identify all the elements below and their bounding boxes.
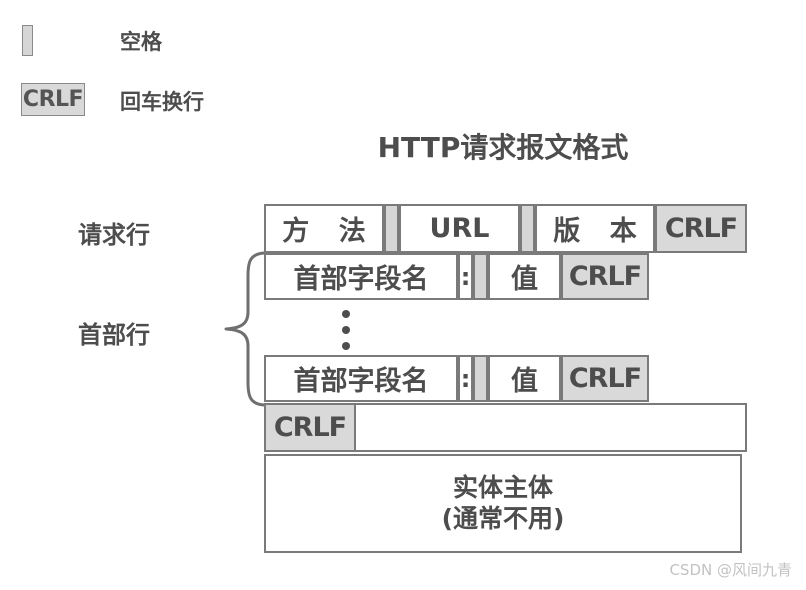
legend-crlf-swatch-icon: CRLF [21, 83, 85, 116]
cell-url: URL [399, 204, 520, 253]
cell-header-space-last [473, 355, 488, 402]
cell-header-crlf-first: CRLF [561, 253, 649, 300]
label-header-lines: 首部行 [78, 321, 150, 349]
cell-header-value-first: 值 [488, 253, 561, 300]
page-title: HTTP请求报文格式 [0, 126, 806, 166]
cell-request-line-crlf: CRLF [655, 204, 747, 253]
ellipsis-dot [342, 326, 350, 334]
header-lines-brace-icon [224, 251, 266, 407]
cell-blank-line-crlf: CRLF [264, 403, 356, 452]
watermark: CSDN @风间九青 [669, 561, 792, 579]
cell-header-field-name-first: 首部字段名 [264, 253, 458, 300]
legend-space-label: 空格 [120, 30, 162, 54]
cell-header-crlf-last: CRLF [561, 355, 649, 402]
label-request-line: 请求行 [78, 221, 150, 249]
ellipsis-dot [342, 310, 350, 318]
cell-version: 版 本 [535, 204, 655, 253]
cell-header-colon-first: : [458, 253, 473, 300]
cell-header-value-last: 值 [488, 355, 561, 402]
legend-crlf-label: 回车换行 [120, 90, 204, 114]
cell-header-colon-last: : [458, 355, 473, 402]
legend-space-swatch-icon [22, 25, 33, 56]
entity-body-line-1: 实体主体 [452, 473, 553, 502]
cell-entity-body: 实体主体 (通常不用) [264, 454, 742, 553]
vertical-ellipsis-icon [336, 310, 356, 350]
ellipsis-dot [342, 342, 350, 350]
cell-method: 方 法 [264, 204, 384, 253]
cell-header-space-first [473, 253, 488, 300]
cell-space-separator-2 [520, 204, 535, 253]
cell-space-separator-1 [384, 204, 399, 253]
cell-header-field-name-last: 首部字段名 [264, 355, 458, 402]
page-title-text: HTTP请求报文格式 [377, 131, 629, 164]
entity-body-line-2: (通常不用) [441, 503, 565, 533]
